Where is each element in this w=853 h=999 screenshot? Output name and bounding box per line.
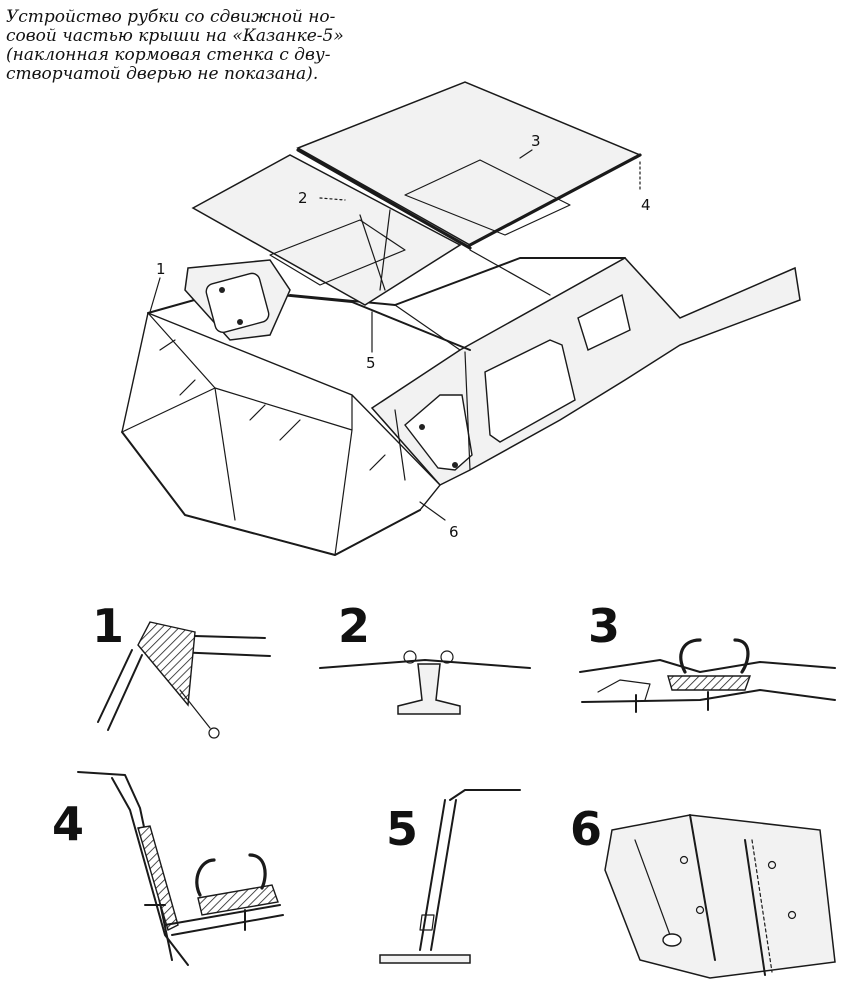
detail-2-bolt-head bbox=[403, 650, 417, 664]
detail-4-wall-strip bbox=[137, 825, 179, 932]
detail-6-screw bbox=[767, 860, 777, 870]
detail-1-post bbox=[97, 649, 143, 731]
callout-labels: 1 2 3 4 5 6 bbox=[156, 132, 651, 541]
callout-5: 5 bbox=[366, 354, 376, 372]
detail-4: 4 bbox=[52, 771, 284, 966]
detail-4-seal bbox=[197, 884, 279, 916]
callout-6: 6 bbox=[449, 523, 459, 541]
detail-1-gusset bbox=[137, 621, 196, 707]
window-rivet bbox=[237, 319, 243, 325]
detail-3: 3 bbox=[579, 599, 836, 713]
detail-5-fastener bbox=[419, 914, 435, 931]
roof-hatch-frame bbox=[404, 159, 571, 236]
detail-6-ring bbox=[662, 933, 682, 947]
callout-3: 3 bbox=[531, 132, 541, 150]
leader-3 bbox=[519, 149, 533, 159]
detail-3-seal bbox=[667, 675, 751, 691]
windshield-bottom-edge bbox=[121, 431, 421, 556]
detail-5: 5 bbox=[379, 789, 521, 964]
detail-2: 2 bbox=[319, 599, 531, 715]
detail-6-hinge-leaf-edges bbox=[689, 814, 766, 976]
callout-1: 1 bbox=[156, 260, 166, 278]
glass-reflections bbox=[159, 339, 386, 471]
detail-number-3: 3 bbox=[588, 599, 620, 653]
detail-2-t-profile bbox=[397, 663, 461, 715]
leader-2 bbox=[319, 197, 346, 201]
detail-4-floor-sheet bbox=[164, 904, 284, 936]
detail-2-bolt-head bbox=[440, 650, 454, 664]
detail-number-2: 2 bbox=[338, 599, 370, 653]
callout-2: 2 bbox=[298, 189, 308, 207]
detail-5-top-flange bbox=[449, 789, 521, 801]
figure-caption: Устройство рубки со сдвижной но- совой ч… bbox=[6, 8, 396, 84]
door-window bbox=[404, 394, 473, 471]
door-rivet bbox=[419, 424, 425, 430]
detail-6-hinge-pin-line bbox=[751, 839, 773, 973]
window-rivet bbox=[219, 287, 225, 293]
large-side-window bbox=[484, 339, 576, 443]
detail-6-screw bbox=[679, 855, 689, 865]
detail-1: 1 bbox=[92, 599, 271, 739]
detail-4-handle-profile bbox=[195, 853, 267, 897]
door-rivet bbox=[452, 462, 458, 468]
detail-6-wire bbox=[634, 839, 671, 936]
detail-2-roof-sheet bbox=[319, 659, 531, 669]
detail-3-handle-profile bbox=[679, 638, 750, 674]
detail-1-eyelet bbox=[208, 727, 220, 739]
roof-crossbar bbox=[394, 249, 551, 351]
sliding-panel-hatch-frame bbox=[269, 219, 406, 286]
detail-number-1: 1 bbox=[92, 599, 124, 653]
detail-5-base-flange bbox=[379, 954, 471, 964]
detail-4-fasteners bbox=[144, 904, 246, 931]
detail-6-hinge-body bbox=[604, 814, 836, 979]
detail-6-screw bbox=[787, 910, 797, 920]
detail-1-cable bbox=[179, 689, 211, 729]
roof-rail-edge bbox=[296, 148, 642, 250]
detail-3-clamp bbox=[597, 679, 651, 701]
cabin-side-wall bbox=[370, 257, 801, 486]
detail-6-screw bbox=[695, 905, 705, 915]
sliding-roof-panel bbox=[191, 154, 462, 306]
detail-6: 6 bbox=[570, 802, 836, 979]
caption-line-4: створчатой дверью не показана). bbox=[6, 64, 319, 84]
detail-3-screws bbox=[635, 691, 709, 713]
callout-4: 4 bbox=[641, 196, 651, 214]
leader-1 bbox=[149, 277, 161, 313]
door-frame bbox=[394, 351, 471, 481]
detail-3-lower-sheet bbox=[581, 689, 836, 703]
windshield-divider-right bbox=[214, 387, 353, 556]
caption-line-2: совой частью крыши на «Казанке-5» bbox=[6, 26, 344, 46]
leader-6 bbox=[419, 501, 446, 521]
small-side-window bbox=[577, 293, 631, 351]
caption-line-3: (наклонная кормовая стенка с дву- bbox=[6, 45, 331, 65]
detail-3-roof-sheet bbox=[579, 659, 836, 673]
detail-number-4: 4 bbox=[52, 797, 84, 851]
detail-number-6: 6 bbox=[570, 802, 602, 856]
detail-number-5: 5 bbox=[386, 802, 418, 856]
roof-rail-mid bbox=[289, 257, 626, 306]
sliding-panel-struts bbox=[359, 209, 391, 291]
detail-5-web bbox=[419, 799, 457, 951]
callout-leaders bbox=[149, 149, 641, 521]
cabin-illustration bbox=[121, 81, 801, 556]
windshield-frame bbox=[121, 312, 441, 556]
detail-4-inner-wall bbox=[111, 777, 189, 966]
caption-line-1: Устройство рубки со сдвижной но- bbox=[6, 7, 336, 27]
